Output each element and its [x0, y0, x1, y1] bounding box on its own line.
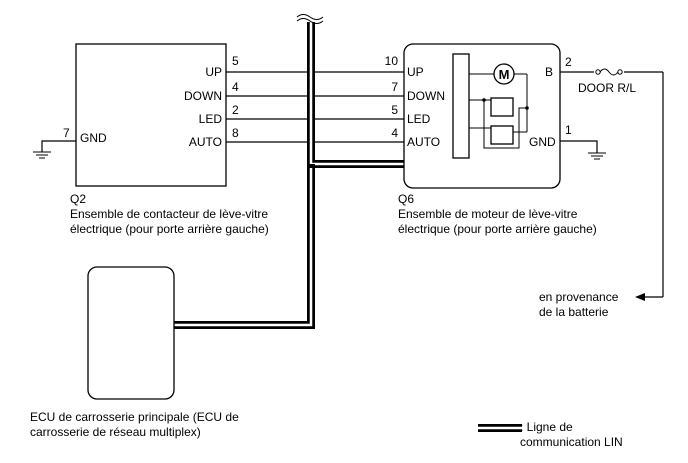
battery-label-line2: de la batterie	[539, 305, 609, 319]
motor-pin-number-down: 7	[391, 80, 398, 94]
switch-gnd-number: 7	[63, 126, 70, 140]
legend-label-line1: : Ligne de	[520, 420, 573, 434]
motor-assembly-code: Q6	[398, 192, 414, 206]
switch-assembly-box	[75, 43, 227, 187]
battery-arrow-icon	[635, 293, 645, 301]
ecu-box	[87, 266, 175, 400]
switch-pin-label-down: DOWN	[184, 89, 222, 103]
motor-assembly-description-line1: Ensemble de moteur de lève-vitre	[398, 207, 578, 221]
switch-pin-label-led: LED	[199, 112, 223, 126]
lin-bus-line	[172, 22, 404, 329]
ecu-label-line1: ECU de carrosserie principale (ECU de	[30, 410, 239, 424]
motor-pin-number-auto: 4	[391, 126, 398, 140]
switch-assembly-code: Q2	[70, 192, 86, 206]
motor-assembly-description-line2: électrique (pour porte arrière gauche)	[398, 222, 597, 236]
ecu-label-line2: carrosserie de réseau multiplex)	[30, 425, 201, 439]
battery-label-line1: en provenance	[539, 290, 619, 304]
legend-label-line2: communication LIN	[520, 435, 623, 449]
battery-feed-wire	[560, 71, 664, 298]
motor-pin-label-led: LED	[407, 112, 431, 126]
motor-pin-number-up: 10	[385, 54, 399, 68]
motor-pin-label-auto: AUTO	[407, 135, 440, 149]
switch-gnd-label: GND	[80, 131, 107, 145]
switch-assembly-description-line1: Ensemble de contacteur de lève-vitre	[70, 207, 268, 221]
motor-pin-label-down: DOWN	[407, 89, 445, 103]
motor-ground-symbol	[560, 140, 606, 160]
motor-gnd-label: GND	[529, 135, 556, 149]
motor-internal-wiring	[469, 73, 529, 149]
switch-assembly-description-line2: électrique (pour porte arrière gauche)	[70, 222, 269, 236]
motor-pin-label-up: UP	[407, 65, 424, 79]
fuse-label: DOOR R/L	[578, 81, 636, 95]
motor-symbol: M	[493, 63, 515, 85]
motor-symbol-label: M	[499, 67, 510, 82]
motor-control-block	[452, 53, 470, 159]
switch-pin-number-led: 2	[232, 103, 239, 117]
lin-break-mark	[296, 14, 324, 24]
motor-b-number: 2	[565, 55, 572, 69]
switch-pin-number-down: 4	[232, 80, 239, 94]
switch-pin-number-up: 5	[232, 54, 239, 68]
motor-b-label: B	[545, 65, 553, 79]
switch-pin-label-auto: AUTO	[189, 135, 222, 149]
fuse-symbol	[595, 68, 623, 76]
motor-gnd-number: 1	[565, 123, 572, 137]
switch-pin-number-auto: 8	[232, 126, 239, 140]
switch-pin-label-up: UP	[205, 65, 222, 79]
switch-ground-symbol	[33, 140, 76, 159]
motor-pin-number-led: 5	[391, 103, 398, 117]
motor-assembly-box	[403, 43, 561, 189]
